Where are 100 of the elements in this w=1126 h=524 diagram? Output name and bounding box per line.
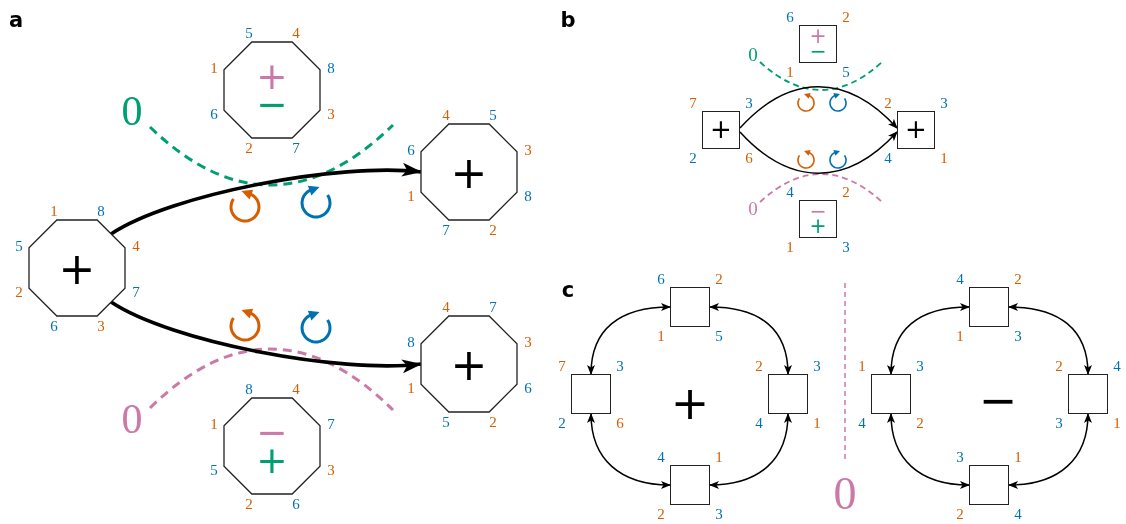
- corner-number: 7: [327, 416, 335, 432]
- corner-number: 7: [292, 140, 300, 156]
- sign-symbol: −: [978, 377, 1018, 423]
- corner-number: 2: [842, 9, 850, 25]
- corner-number: 1: [715, 449, 723, 465]
- corner-number: 6: [745, 150, 753, 166]
- corner-number: 1: [407, 188, 415, 204]
- corner-number: 6: [210, 106, 218, 122]
- sign-symbol: −: [256, 417, 288, 446]
- corner-number: 3: [956, 449, 964, 465]
- corner-number: 6: [407, 142, 415, 158]
- corner-number: 8: [524, 188, 532, 204]
- corner-number: 1: [210, 60, 218, 76]
- sign-symbol: +: [256, 446, 288, 475]
- corner-number: 1: [786, 239, 794, 255]
- corner-number: 8: [245, 381, 253, 397]
- corner-number: 2: [489, 414, 497, 430]
- corner-number: 6: [524, 380, 532, 396]
- corner-number: 6: [50, 318, 58, 334]
- sign-symbol: +: [256, 61, 288, 90]
- arrow: [1008, 413, 1092, 489]
- arrow: [587, 413, 671, 489]
- corner-number: 3: [1014, 328, 1022, 344]
- corner-number: 7: [132, 284, 140, 300]
- corner-number: 4: [292, 381, 300, 397]
- corner-number: 3: [813, 358, 821, 374]
- corner-number: 5: [442, 414, 450, 430]
- corner-number: 1: [956, 328, 964, 344]
- octagon-node: [421, 124, 517, 220]
- corner-number: 2: [558, 415, 566, 431]
- square-node: [799, 25, 837, 63]
- zero-label: 0: [748, 44, 758, 64]
- corner-number: 1: [813, 415, 821, 431]
- sign-symbol: +: [58, 251, 96, 285]
- square-node: [897, 111, 935, 149]
- panel-letter: a: [8, 9, 24, 31]
- corner-number: 5: [210, 462, 218, 478]
- corner-number: 4: [1113, 358, 1121, 374]
- corner-number: 5: [245, 25, 253, 41]
- arrow: [739, 86, 898, 129]
- corner-number: 6: [786, 9, 794, 25]
- arrow: [110, 300, 422, 373]
- empty-square: [670, 287, 710, 327]
- corner-number: 1: [858, 358, 866, 374]
- arrow: [110, 163, 422, 236]
- corner-number: 1: [940, 150, 948, 166]
- corner-number: 4: [1014, 506, 1022, 522]
- sign-symbol: +: [450, 155, 488, 189]
- arrow: [739, 131, 898, 174]
- corner-number: 8: [97, 203, 105, 219]
- empty-square: [1068, 374, 1108, 414]
- corner-number: 4: [884, 150, 892, 166]
- zero-label: 0: [833, 471, 857, 517]
- corner-number: 1: [210, 416, 218, 432]
- corner-number: 7: [489, 299, 497, 315]
- arrow: [587, 303, 671, 375]
- corner-number: 5: [715, 328, 723, 344]
- corner-number: 4: [657, 449, 665, 465]
- corner-number: 7: [442, 222, 450, 238]
- sign-symbol: +: [905, 120, 927, 140]
- octagon-node: [224, 398, 320, 494]
- corner-number: 2: [755, 358, 763, 374]
- corner-number: 5: [842, 64, 850, 80]
- empty-square: [871, 374, 911, 414]
- sign-symbol: −: [809, 203, 827, 219]
- octagon-node: [29, 220, 125, 316]
- sign-symbol: −: [809, 44, 827, 60]
- corner-number: 2: [842, 184, 850, 200]
- corner-number: 4: [132, 238, 140, 254]
- corner-number: 3: [1055, 415, 1063, 431]
- corner-number: 2: [916, 415, 924, 431]
- corner-number: 3: [524, 334, 532, 350]
- arrow: [887, 413, 970, 489]
- sign-symbol: −: [256, 90, 288, 119]
- sign-symbol: +: [809, 28, 827, 44]
- square-node: [702, 111, 740, 149]
- panel-letter: b: [560, 9, 576, 31]
- arrow: [709, 303, 792, 375]
- corner-number: 2: [15, 284, 23, 300]
- corner-number: 3: [842, 239, 850, 255]
- empty-square: [571, 374, 611, 414]
- corner-number: 3: [327, 106, 335, 122]
- corner-number: 7: [689, 95, 697, 111]
- corner-number: 2: [1055, 358, 1063, 374]
- corner-number: 1: [1113, 415, 1121, 431]
- arrow: [709, 413, 792, 489]
- corner-number: 3: [940, 95, 948, 111]
- corner-number: 4: [786, 184, 794, 200]
- zero-label: 0: [121, 90, 143, 132]
- corner-number: 1: [50, 203, 58, 219]
- corner-number: 1: [1014, 449, 1022, 465]
- zero-label: 0: [121, 398, 143, 440]
- corner-number: 1: [657, 328, 665, 344]
- corner-number: 4: [858, 415, 866, 431]
- corner-number: 7: [558, 358, 566, 374]
- sign-symbol: +: [809, 219, 827, 235]
- corner-number: 4: [442, 107, 450, 123]
- corner-number: 2: [657, 506, 665, 522]
- corner-number: 4: [956, 271, 964, 287]
- corner-number: 3: [97, 318, 105, 334]
